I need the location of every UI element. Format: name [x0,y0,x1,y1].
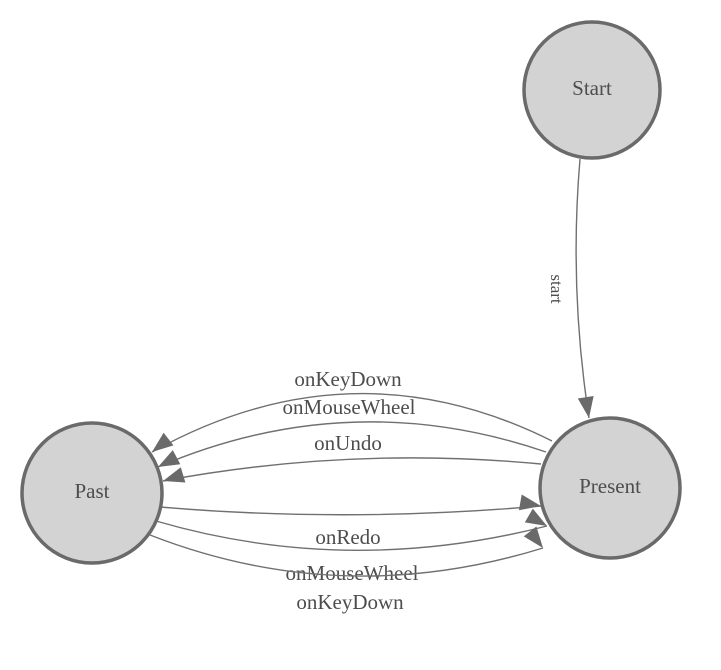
arrowhead-present-to-past-onMouseWheel [158,450,181,467]
edge-label-present-to-past-onKeyDown: onKeyDown [294,367,402,391]
state-node-start [522,20,662,160]
edge-start-to-present [575,158,590,419]
edge-past-to-present-onRedo [159,505,542,516]
state-node-past [20,421,164,565]
edge-label-present-to-past-onMouseWheel: onMouseWheel [283,395,416,419]
edge-present-to-past-onUndo [162,457,542,482]
edge-present-to-past-onKeyDown [151,392,553,453]
state-label-start: Start [572,76,612,100]
edge-present-to-past-onMouseWheel [157,421,547,468]
arrowhead-past-to-present-onMouseWheel [524,508,547,526]
arrowhead-start-to-present [577,396,594,418]
state-node-present [538,416,682,560]
edge-past-to-present-onMouseWheel [155,520,548,552]
edge-label-past-to-present-onKeyDown: onKeyDown [296,590,404,614]
edge-label-past-to-present-onRedo: onRedo [315,525,380,549]
state-label-past: Past [74,479,109,503]
state-label-present: Present [579,474,641,498]
arrowhead-past-to-present-onRedo [518,494,541,511]
edge-label-present-to-past-onUndo: onUndo [314,431,382,455]
arrowhead-present-to-past-onKeyDown [152,432,174,452]
edge-past-to-present-onKeyDown [149,534,544,577]
arrowhead-past-to-present-onKeyDown [523,526,543,548]
edge-label-start-to-present: start [547,274,566,304]
arrowhead-present-to-past-onUndo [163,467,186,483]
